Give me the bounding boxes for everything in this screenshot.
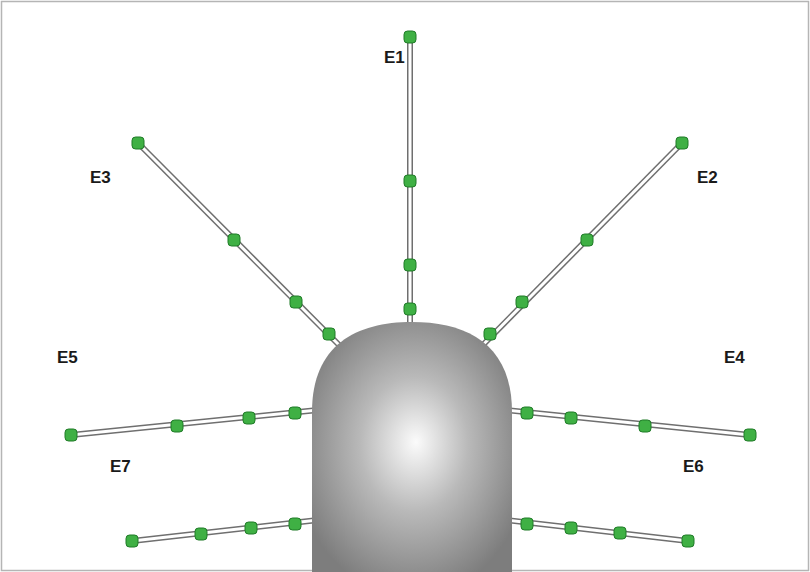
electrode-contact — [243, 412, 255, 424]
electrode-contact — [404, 31, 416, 43]
electrode-lead — [132, 137, 352, 358]
electrode-contact — [65, 429, 77, 441]
electrode-contact — [614, 527, 626, 539]
electrode-contact — [404, 175, 416, 187]
electrode-contact — [323, 328, 335, 340]
lead-core — [138, 143, 352, 358]
electrode-contact — [744, 429, 756, 441]
electrode-contact — [682, 535, 694, 547]
electrode-contact — [245, 522, 257, 534]
electrode-label: E2 — [697, 169, 718, 186]
electrode-contact — [565, 522, 577, 534]
electrode-lead — [505, 518, 694, 547]
electrode-lead — [404, 31, 416, 330]
electrode-label: E1 — [384, 49, 405, 66]
electrode-label: E3 — [90, 169, 111, 186]
electrode-contact — [565, 412, 577, 424]
electrode-contact — [521, 518, 533, 530]
electrode-contact — [484, 328, 496, 340]
electrode-contact — [289, 407, 301, 419]
electrode-lead — [470, 137, 688, 358]
electrode-lead — [126, 518, 318, 547]
electrode-contact — [228, 234, 240, 246]
electrode-contact — [171, 420, 183, 432]
lead-core — [470, 143, 682, 358]
electrode-contact — [195, 528, 207, 540]
lead-outline — [505, 410, 750, 435]
lead-outline — [71, 410, 318, 435]
electrode-label: E5 — [57, 349, 78, 366]
electrode-label: E4 — [724, 349, 745, 366]
electrode-contact — [132, 137, 144, 149]
electrode-contact — [404, 303, 416, 315]
electrode-contact — [521, 407, 533, 419]
electrode-contact — [516, 296, 528, 308]
electrode-contact — [581, 234, 593, 246]
electrode-contact — [404, 259, 416, 271]
electrode-label: E6 — [683, 458, 704, 475]
electrode-contact — [676, 137, 688, 149]
lead-outline — [470, 143, 682, 358]
electrode-contact — [289, 518, 301, 530]
device-body — [312, 322, 512, 572]
lead-core — [71, 410, 318, 435]
electrode-lead — [65, 407, 318, 441]
electrode-label: E7 — [110, 458, 131, 475]
lead-outline — [138, 143, 352, 358]
lead-core — [505, 410, 750, 435]
electrode-contact — [639, 420, 651, 432]
electrode-contact — [126, 535, 138, 547]
electrode-contact — [290, 296, 302, 308]
electrode-lead — [505, 407, 756, 441]
